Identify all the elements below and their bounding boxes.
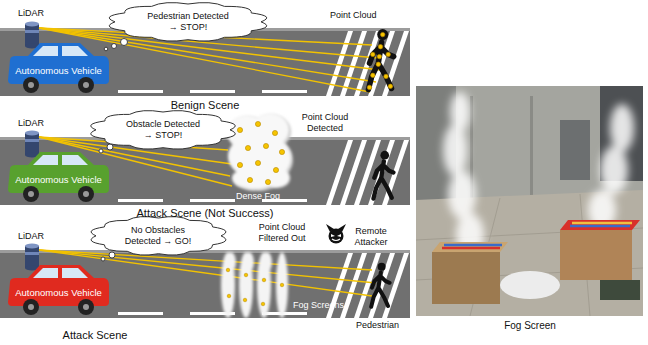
vehicle-label: Autonomous Vehicle [6,287,111,298]
vehicle-body: Autonomous Vehicle [6,262,111,317]
car-wheel [78,77,94,93]
thought-text: Obstacle Detected → STOP! [121,119,205,141]
scene-title: Attack Scene (Not Success) [137,207,274,220]
car-hub [83,82,89,88]
car-wheel [78,186,94,202]
thought-bubble: Obstacle Detected → STOP! [96,112,230,148]
car-window [33,155,58,165]
road [0,137,410,205]
car-window [62,155,88,165]
thought-text: Pedestrian Detected → STOP! [142,11,234,33]
car-wheel [23,77,39,93]
cloud-outline [91,217,226,255]
annotation: Point Cloud Detected [296,112,354,134]
car-wheel [23,299,39,315]
figure-caption: Fog Screen [504,320,556,332]
lidar-sensor [25,22,39,49]
car-body [8,265,109,306]
sensor-label: LiDAR [18,118,44,129]
annotation: Dense Fog [236,191,280,202]
sensor-label: LiDAR [18,8,44,19]
car-hub [83,191,89,197]
attacker-icon [326,224,346,244]
car-window [62,268,88,278]
pedestrian-figure [373,151,393,199]
car-body [8,152,109,193]
thought-bubble: No Obstacles Detected → GO! [96,218,221,254]
annotation: Pedestrian [356,320,399,331]
car-window [33,268,58,278]
scene-title: Attack Scene [63,329,128,342]
road [0,250,410,318]
annotation: Fog Screens [293,300,344,311]
car-window [62,46,88,56]
pedestrian-figure [371,263,389,307]
annotation: Remote Attacker [348,226,394,248]
thought-text: No Obstacles Detected → GO! [119,225,197,247]
dense-fog [227,113,293,191]
cloud-outline [91,111,236,149]
vehicle-label: Autonomous Vehicle [6,65,111,76]
vehicle-label: Autonomous Vehicle [6,174,111,185]
cloud-outline [109,3,266,41]
vehicle-body: Autonomous Vehicle [6,149,111,204]
pedestrian-point-cloud [367,29,393,90]
car-hub [28,191,34,197]
scene-title: Benign Scene [171,99,240,112]
car-wheel [78,299,94,315]
lidar-sensor [25,131,39,158]
car-hub [28,304,34,310]
car-hub [83,304,89,310]
fog-screens [221,252,288,318]
lidar-sensor [25,244,39,271]
vehicle-body: Autonomous Vehicle [6,40,111,95]
car-window [33,46,58,56]
car-hub [28,82,34,88]
sensor-label: LiDAR [18,231,44,242]
annotation: Point Cloud [330,10,377,21]
thought-bubble: Pedestrian Detected → STOP! [115,4,261,40]
fog-screen-photo [416,86,643,316]
annotation: Point Cloud Filtered Out [250,222,314,244]
car-body [8,43,109,84]
car-wheel [23,186,39,202]
